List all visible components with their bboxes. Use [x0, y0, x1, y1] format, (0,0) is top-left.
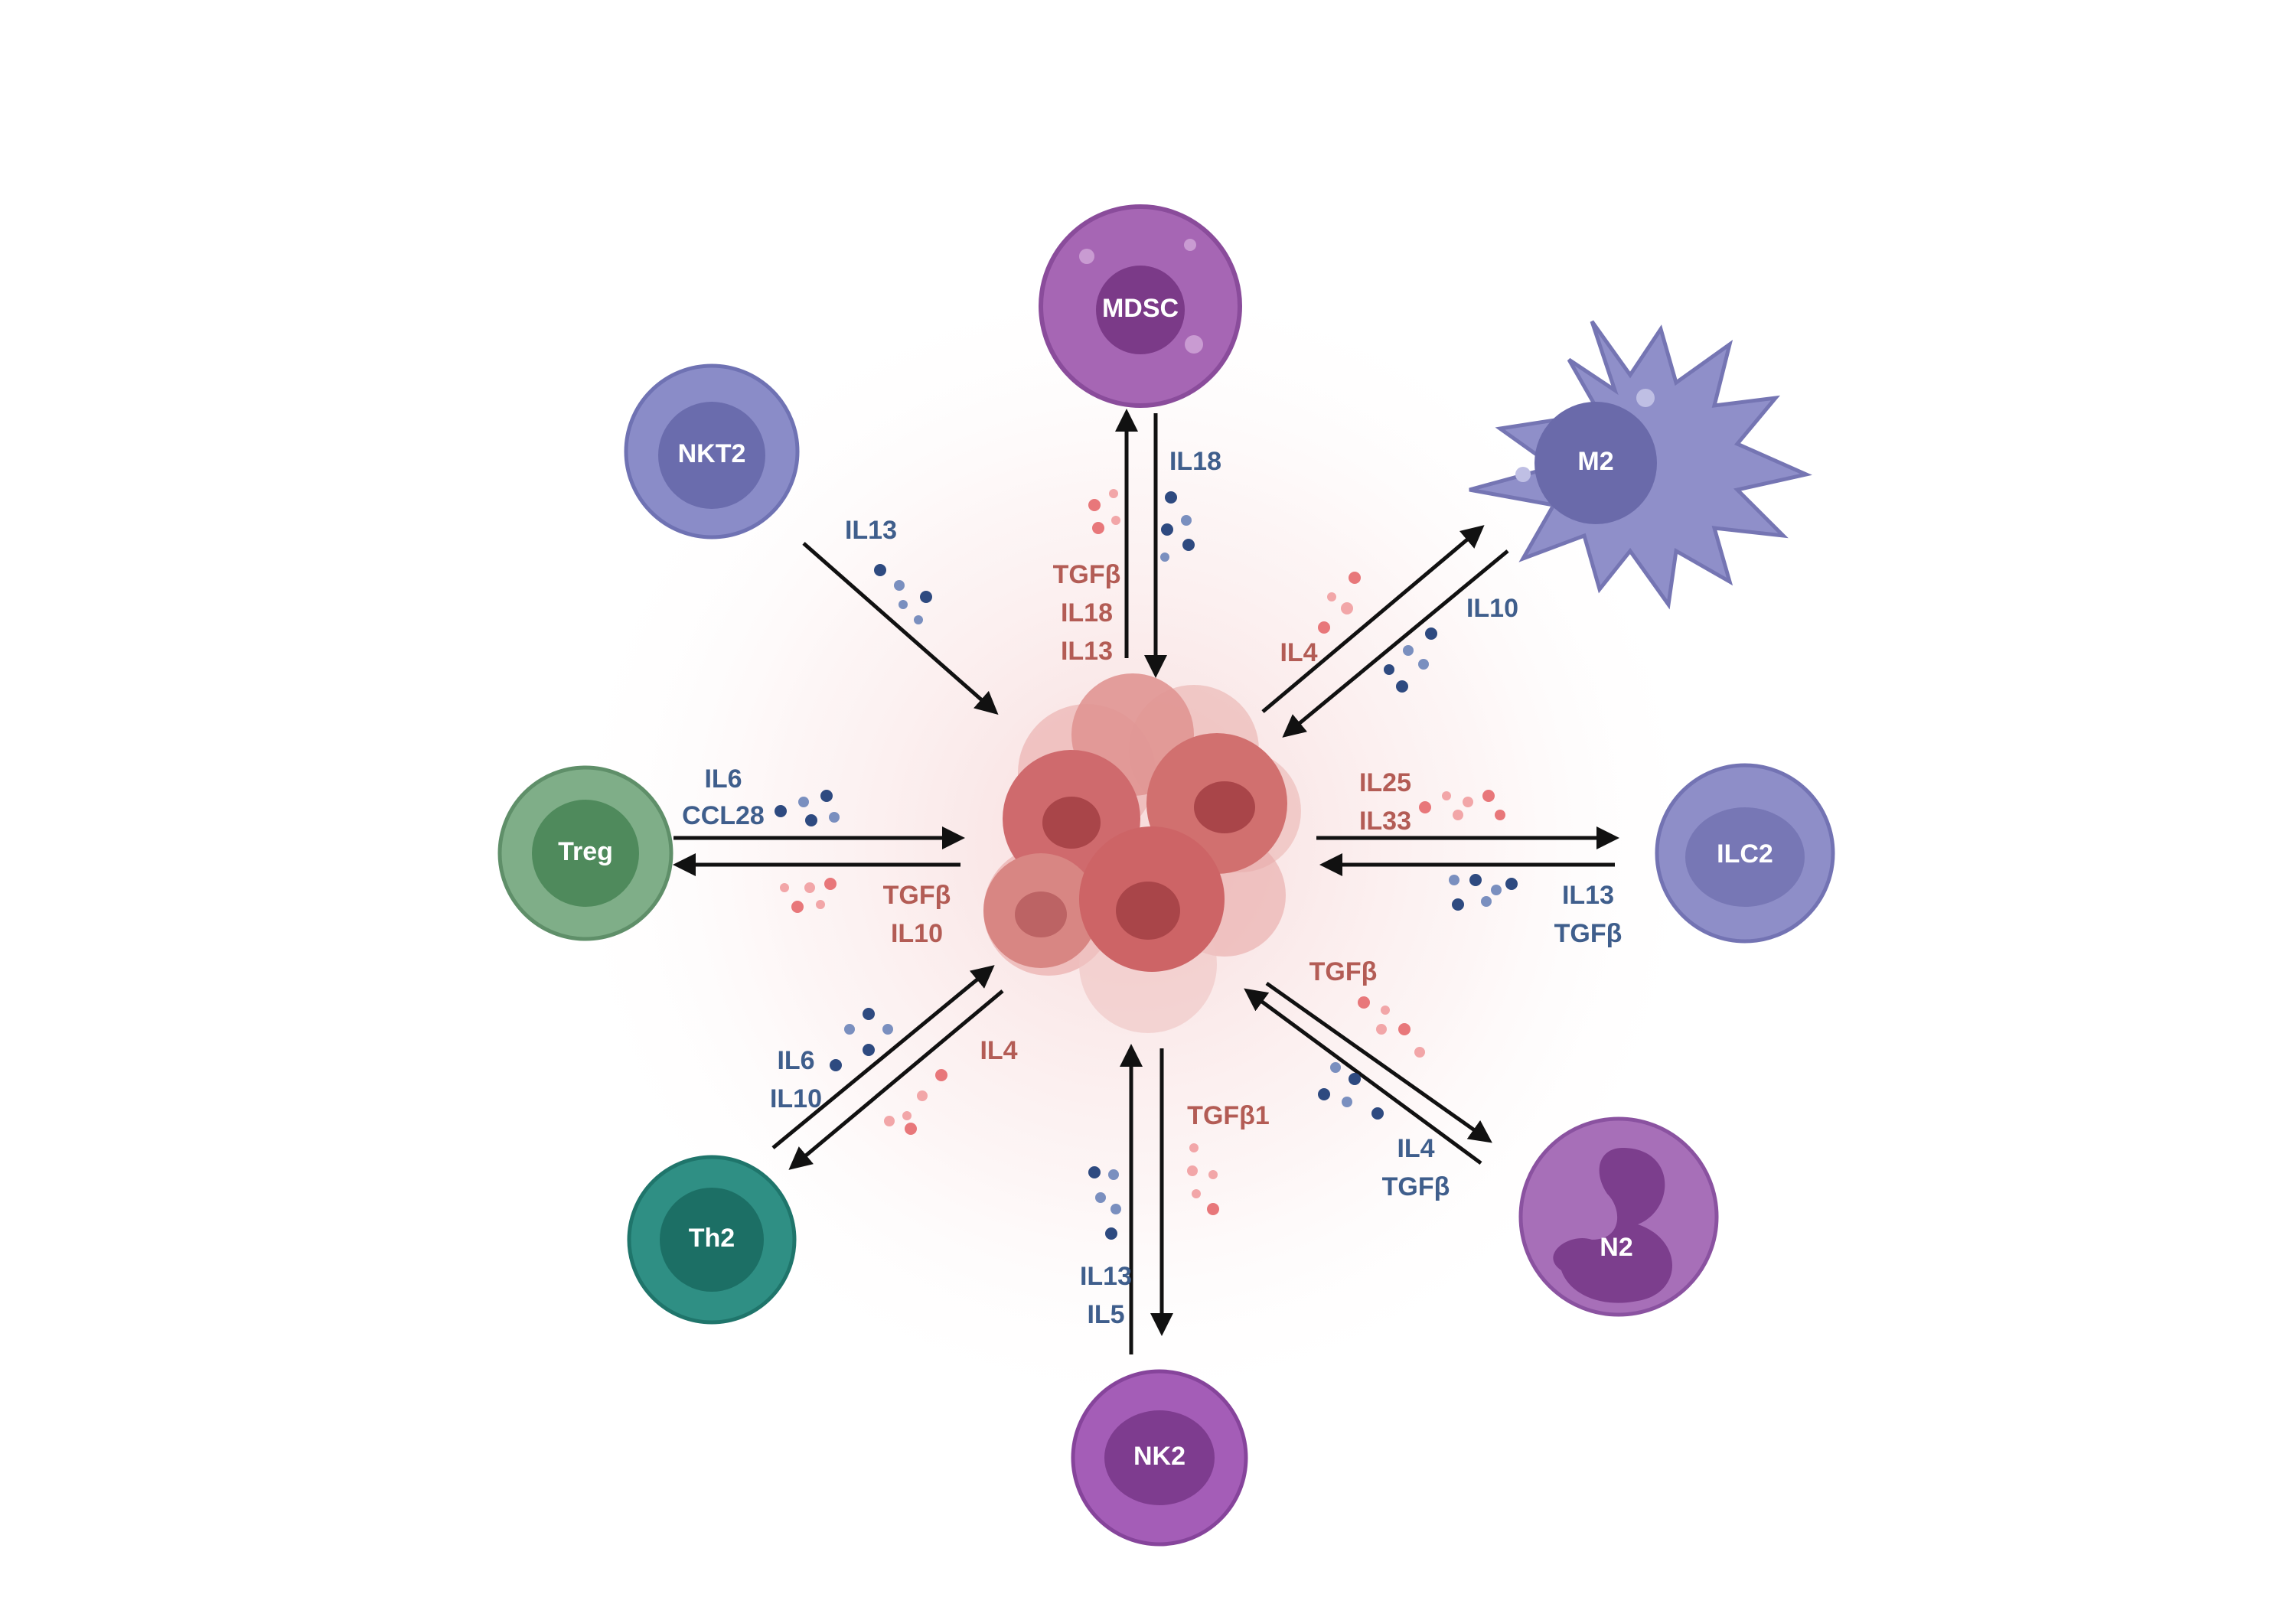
label-tumor-to-n2: TGFβ: [1309, 957, 1378, 986]
label-tumor-to-ilc2-1: IL25: [1359, 768, 1411, 797]
arrow-nkt2-to-tumor: [802, 542, 999, 715]
cell-label-treg: Treg: [558, 837, 613, 866]
label-treg-to-tumor-2: CCL28: [682, 801, 765, 830]
label-n2-to-tumor-1: IL4: [1397, 1134, 1434, 1163]
cell-label-nkt2: NKT2: [678, 439, 746, 468]
label-tumor-to-mdsc-3: IL13: [1061, 637, 1113, 666]
label-tumor-to-mdsc-2: IL18: [1061, 598, 1113, 627]
arrow-tumor-to-n2: [1265, 981, 1492, 1143]
cell-label-th2: Th2: [689, 1224, 735, 1253]
label-ilc2-to-tumor-2: TGFβ: [1554, 919, 1623, 948]
label-tumor-to-th2: IL4: [980, 1036, 1017, 1065]
arrow-tumor-to-m2: [1261, 525, 1485, 713]
cell-label-n2: N2: [1600, 1233, 1632, 1262]
cell-m2: M2: [1469, 320, 1812, 610]
cell-treg: Treg: [497, 765, 673, 941]
cell-label-mdsc: MDSC: [1102, 294, 1179, 323]
label-ilc2-to-tumor-1: IL13: [1562, 881, 1614, 910]
label-tumor-to-treg-1: TGFβ: [883, 881, 951, 910]
arrow-n2-to-tumor: [1244, 988, 1482, 1165]
cytokine-labels: IL18 TGFβ IL18 IL13 IL13 IL10 IL4 IL6 CC…: [682, 447, 1622, 1329]
cell-n2: N2: [1518, 1116, 1719, 1317]
label-n2-to-tumor-2: TGFβ: [1382, 1172, 1450, 1201]
cell-nkt2: NKT2: [624, 363, 800, 539]
label-treg-to-tumor-1: IL6: [704, 764, 742, 794]
tumor-cluster: [983, 673, 1301, 1033]
arrow-m2-to-tumor: [1282, 549, 1509, 738]
label-th2-to-tumor-1: IL6: [777, 1046, 814, 1075]
label-tumor-to-ilc2-2: IL33: [1359, 807, 1411, 836]
cell-label-ilc2: ILC2: [1717, 839, 1773, 869]
label-tumor-to-mdsc-1: TGFβ: [1053, 560, 1121, 589]
arrow-tumor-to-th2: [788, 989, 1004, 1170]
label-tumor-to-nk2: TGFβ1: [1187, 1101, 1270, 1130]
label-tumor-to-treg-2: IL10: [891, 919, 943, 948]
cytokine-dots: [775, 489, 1518, 1240]
arrow-th2-to-tumor: [771, 965, 995, 1149]
label-nk2-to-tumor-1: IL13: [1080, 1262, 1132, 1291]
cell-ilc2: ILC2: [1655, 763, 1835, 944]
label-th2-to-tumor-2: IL10: [770, 1084, 822, 1113]
label-nk2-to-tumor-2: IL5: [1087, 1300, 1124, 1329]
cell-label-nk2: NK2: [1133, 1442, 1186, 1471]
label-tumor-to-m2: IL4: [1280, 638, 1317, 667]
label-mdsc-to-tumor: IL18: [1169, 447, 1221, 476]
cell-th2: Th2: [627, 1155, 797, 1325]
cell-nk2: NK2: [1071, 1369, 1248, 1547]
cell-label-m2: M2: [1577, 447, 1613, 476]
cell-mdsc: MDSC: [1039, 204, 1242, 408]
label-nkt2-to-tumor: IL13: [845, 516, 897, 545]
label-m2-to-tumor: IL10: [1466, 594, 1518, 623]
